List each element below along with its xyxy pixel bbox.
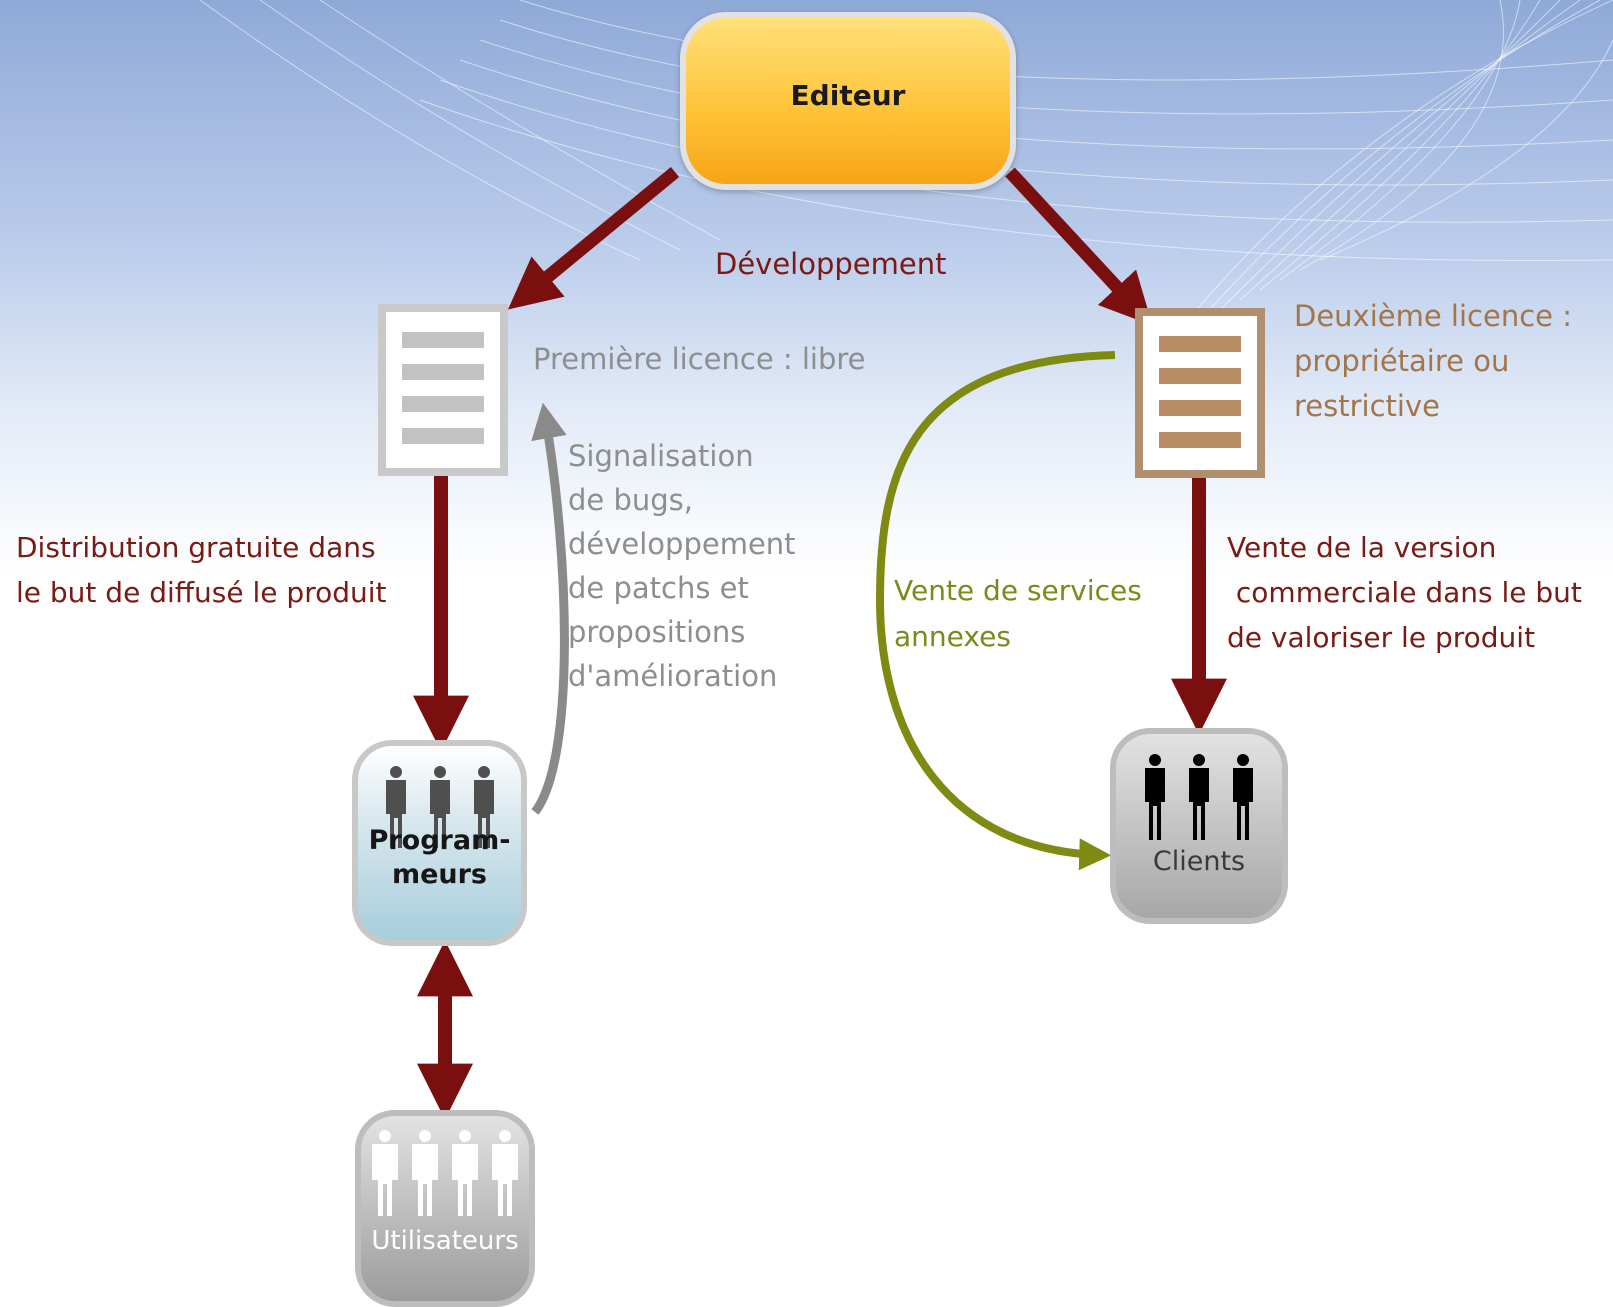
programmeurs-people-icon: [383, 766, 497, 848]
programmeurs-label: Program- meurs: [368, 825, 511, 890]
clients-people-icon: [1142, 754, 1256, 840]
utilisateurs-label: Utilisateurs: [371, 1226, 519, 1256]
vente-version-label: Vente de la version commerciale dans le …: [1227, 531, 1582, 654]
deuxieme-licence-label: Deuxième licence : propriétaire ou restr…: [1294, 299, 1572, 423]
editeur-label: Editeur: [790, 78, 906, 112]
programmeurs-node: Program- meurs: [352, 740, 527, 946]
editeur-node: Editeur: [680, 12, 1016, 190]
developpement-label: Développement: [715, 247, 947, 281]
vente-services-label: Vente de services annexes: [894, 574, 1142, 653]
clients-node: Clients: [1110, 728, 1288, 924]
licence-libre-document-icon: [378, 304, 508, 476]
premiere-licence-label: Première licence : libre: [533, 342, 866, 376]
arrow-editeur-to-licence-libre: [507, 166, 680, 310]
clients-label: Clients: [1152, 846, 1246, 877]
arrow-feedback-to-licence: [531, 402, 569, 815]
arrow-services-to-clients: [875, 351, 1116, 871]
licence-proprietaire-document-icon: [1135, 308, 1265, 478]
utilisateurs-node: Utilisateurs: [355, 1110, 535, 1307]
arrow-editeur-to-licence-proprietaire: [1005, 167, 1153, 326]
utilisateurs-people-icon: [369, 1130, 521, 1216]
distribution-label: Distribution gratuite dans le but de dif…: [16, 531, 387, 609]
signalisation-label: Signalisation de bugs, développement de …: [568, 439, 796, 693]
